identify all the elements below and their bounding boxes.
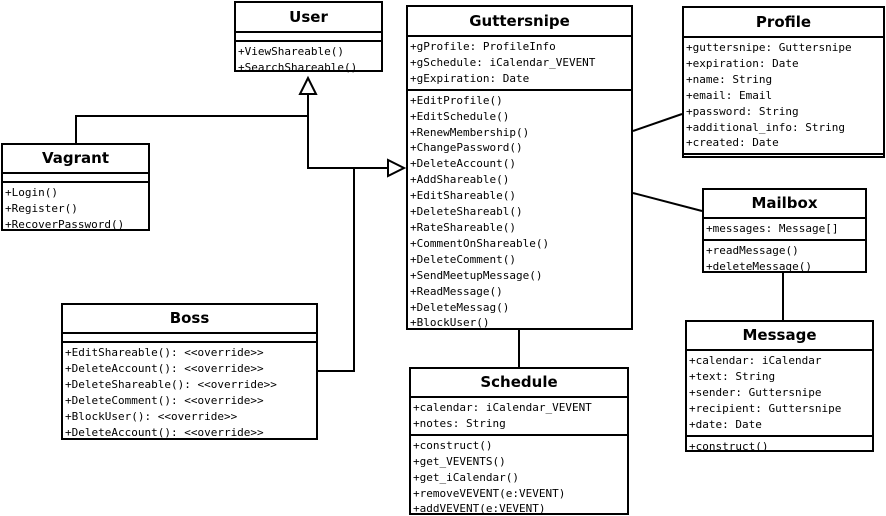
attributes-compartment: +calendar: iCalendar +text: String +send… bbox=[687, 351, 872, 437]
operation: +BlockUser() bbox=[410, 316, 490, 330]
class-message: Message +calendar: iCalendar +text: Stri… bbox=[685, 320, 874, 453]
operation: +get_VEVENTS() bbox=[413, 454, 506, 468]
operation: +ChangePassword() bbox=[410, 141, 523, 155]
operation: +removeVEVENT(e:VEVENT) bbox=[413, 486, 566, 500]
class-name: Mailbox bbox=[704, 190, 865, 219]
operations-compartment: +EditProfile() +EditSchedule() +RenewMem… bbox=[408, 91, 631, 334]
attribute: +sender: Guttersnipe bbox=[689, 385, 822, 399]
attribute: +text: String bbox=[689, 369, 776, 383]
attributes-compartment: +guttersnipe: Guttersnipe +expiration: D… bbox=[684, 38, 883, 156]
attribute: +notes: String bbox=[413, 416, 506, 430]
operation: +DeleteComment() bbox=[410, 252, 516, 266]
class-name: Boss bbox=[63, 305, 316, 334]
operation: +DeleteAccount() bbox=[410, 157, 516, 171]
operation: +ViewShareable() bbox=[238, 45, 344, 58]
operations-compartment: +construct() +get_VEVENTS() +get_iCalend… bbox=[411, 436, 627, 516]
operation: +construct() bbox=[689, 439, 769, 453]
class-name: Message bbox=[687, 322, 872, 351]
operation: +construct() bbox=[413, 438, 493, 452]
attribute: +additional_info: String bbox=[686, 120, 845, 134]
operations-compartment: +Login() +Register() +RecoverPassword() bbox=[3, 183, 148, 235]
attribute: +calendar: iCalendar_VEVENT bbox=[413, 401, 592, 414]
attributes-compartment: +calendar: iCalendar_VEVENT +notes: Stri… bbox=[411, 398, 627, 436]
class-name: Schedule bbox=[411, 369, 627, 398]
operation: +RateShareable() bbox=[410, 220, 516, 234]
operation: +BlockUser(): <<override>> bbox=[65, 409, 238, 423]
operations-compartment bbox=[684, 155, 883, 161]
user-generalization-arrowhead bbox=[298, 75, 318, 95]
attribute: +password: String bbox=[686, 104, 799, 118]
guttersnipe-user-generalization bbox=[307, 116, 388, 169]
operation: +DeleteAccount(): <<override>> bbox=[65, 425, 264, 439]
operations-compartment: +construct() bbox=[687, 437, 872, 457]
class-boss: Boss +EditShareable(): <<override>> +Del… bbox=[61, 303, 318, 440]
class-name: User bbox=[236, 3, 381, 33]
attribute: +created: Date bbox=[686, 136, 779, 150]
operation: +SearchShareable() bbox=[238, 60, 358, 74]
vagrant-user-generalization bbox=[75, 94, 309, 143]
attribute: +guttersnipe: Guttersnipe bbox=[686, 41, 852, 54]
class-mailbox: Mailbox +messages: Message[] +readMessag… bbox=[702, 188, 867, 273]
boss-guttersnipe-generalization bbox=[318, 168, 355, 372]
operation: +DeleteAccount(): <<override>> bbox=[65, 361, 264, 375]
guttersnipe-generalization-arrowhead bbox=[387, 158, 407, 178]
operations-compartment: +EditShareable(): <<override>> +DeleteAc… bbox=[63, 343, 316, 442]
attributes-compartment bbox=[63, 334, 316, 343]
operation: +EditSchedule() bbox=[410, 109, 510, 123]
class-profile: Profile +guttersnipe: Guttersnipe +expir… bbox=[682, 6, 885, 158]
attribute: +gProfile: ProfileInfo bbox=[410, 40, 556, 53]
operation: +DeleteComment(): <<override>> bbox=[65, 393, 264, 407]
attribute: +gSchedule: iCalendar_VEVENT bbox=[410, 55, 596, 69]
guttersnipe-mailbox-association bbox=[632, 192, 703, 212]
class-guttersnipe: Guttersnipe +gProfile: ProfileInfo +gSch… bbox=[406, 5, 633, 330]
class-name: Guttersnipe bbox=[408, 7, 631, 37]
operation: +addVEVENT(e:VEVENT) bbox=[413, 502, 546, 516]
attribute: +calendar: iCalendar bbox=[689, 354, 822, 367]
operation: +CommentOnShareable() bbox=[410, 236, 550, 250]
operation: +deleteMessage() bbox=[706, 259, 812, 273]
operations-compartment: +readMessage() +deleteMessage() bbox=[704, 241, 865, 277]
operations-compartment: +ViewShareable() +SearchShareable() bbox=[236, 42, 381, 78]
class-schedule: Schedule +calendar: iCalendar_VEVENT +no… bbox=[409, 367, 629, 515]
attribute: +messages: Message[] bbox=[706, 222, 839, 235]
operation: +RenewMembership() bbox=[410, 125, 530, 139]
operation: +DeleteMessag() bbox=[410, 300, 510, 314]
attributes-compartment bbox=[236, 33, 381, 42]
attributes-compartment: +gProfile: ProfileInfo +gSchedule: iCale… bbox=[408, 37, 631, 91]
operation: +AddShareable() bbox=[410, 173, 510, 187]
class-vagrant: Vagrant +Login() +Register() +RecoverPas… bbox=[1, 143, 150, 231]
operation: +DeleteShareable(): <<override>> bbox=[65, 377, 277, 391]
operation: +readMessage() bbox=[706, 243, 799, 257]
operation: +EditShareable() bbox=[410, 189, 516, 203]
class-user: User +ViewShareable() +SearchShareable() bbox=[234, 1, 383, 74]
attribute: +gExpiration: Date bbox=[410, 71, 530, 85]
operation: +SendMeetupMessage() bbox=[410, 268, 543, 282]
operation: +RecoverPassword() bbox=[5, 217, 125, 231]
operation: +EditShareable(): <<override>> bbox=[65, 346, 264, 359]
class-name: Vagrant bbox=[3, 145, 148, 174]
guttersnipe-profile-association bbox=[632, 113, 683, 132]
operation: +Login() bbox=[5, 186, 58, 199]
attributes-compartment bbox=[3, 174, 148, 183]
attribute: +email: Email bbox=[686, 88, 773, 102]
class-name: Profile bbox=[684, 8, 883, 38]
attribute: +name: String bbox=[686, 72, 773, 86]
operation: +EditProfile() bbox=[410, 93, 503, 107]
attributes-compartment: +messages: Message[] bbox=[704, 219, 865, 241]
operation: +ReadMessage() bbox=[410, 284, 503, 298]
operation: +DeleteShareabl() bbox=[410, 205, 523, 219]
operation: +Register() bbox=[5, 201, 78, 215]
operation: +get_iCalendar() bbox=[413, 470, 519, 484]
attribute: +date: Date bbox=[689, 417, 762, 431]
attribute: +expiration: Date bbox=[686, 56, 799, 70]
attribute: +recipient: Guttersnipe bbox=[689, 401, 842, 415]
